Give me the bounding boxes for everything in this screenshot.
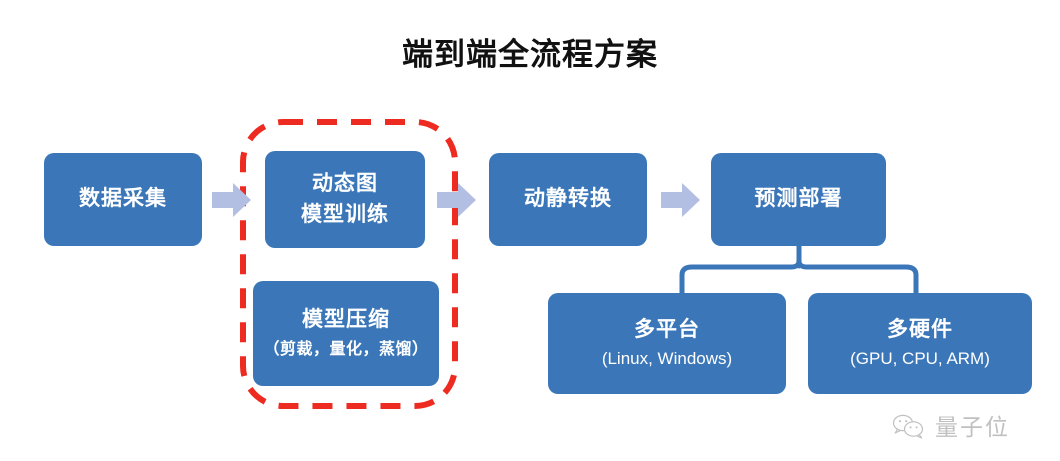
node-data-collection[interactable]: 数据采集: [44, 153, 202, 246]
right-arrow-icon: [212, 183, 251, 217]
arrow-dygraph-to-convert: [437, 182, 477, 218]
dashed-rounded-rect-icon: [240, 119, 458, 409]
arrow-convert-to-deploy: [661, 182, 701, 218]
node-label: 模型压缩: [302, 308, 390, 332]
node-label-line1: 动态图: [312, 172, 378, 196]
node-label: 预测部署: [754, 187, 843, 211]
node-multi-platform[interactable]: 多平台 (Linux, Windows): [548, 293, 786, 394]
model-optimization-highlight: [239, 118, 459, 410]
node-note: (GPU, CPU, ARM): [850, 348, 990, 368]
arrow-collect-to-dygraph: [212, 182, 252, 218]
node-note: (Linux, Windows): [601, 348, 733, 368]
node-label: 多平台: [634, 318, 700, 342]
node-dynamic-static-conversion[interactable]: 动静转换: [489, 153, 647, 246]
node-label: 动静转换: [524, 187, 612, 211]
node-inference-deployment[interactable]: 预测部署: [711, 153, 886, 246]
page-title: 端到端全流程方案: [402, 37, 658, 72]
right-arrow-icon: [661, 183, 700, 217]
deploy-split-bracket: [660, 243, 940, 298]
node-model-compression[interactable]: 模型压缩 （剪裁，量化，蒸馏）: [253, 281, 439, 386]
node-label-line2: 模型训练: [301, 202, 389, 226]
node-label: 多硬件: [887, 318, 953, 342]
watermark: 量子位: [892, 407, 1052, 447]
node-note: （剪裁，量化，蒸馏）: [263, 340, 429, 358]
right-arrow-icon: [437, 183, 476, 217]
watermark-text: 量子位: [935, 413, 1010, 440]
node-dynamic-graph-training[interactable]: 动态图 模型训练: [265, 151, 425, 248]
node-label: 数据采集: [79, 187, 167, 211]
wechat-icon: [892, 414, 924, 439]
curly-bracket-icon: [679, 243, 919, 297]
node-multi-hardware[interactable]: 多硬件 (GPU, CPU, ARM): [808, 293, 1032, 394]
